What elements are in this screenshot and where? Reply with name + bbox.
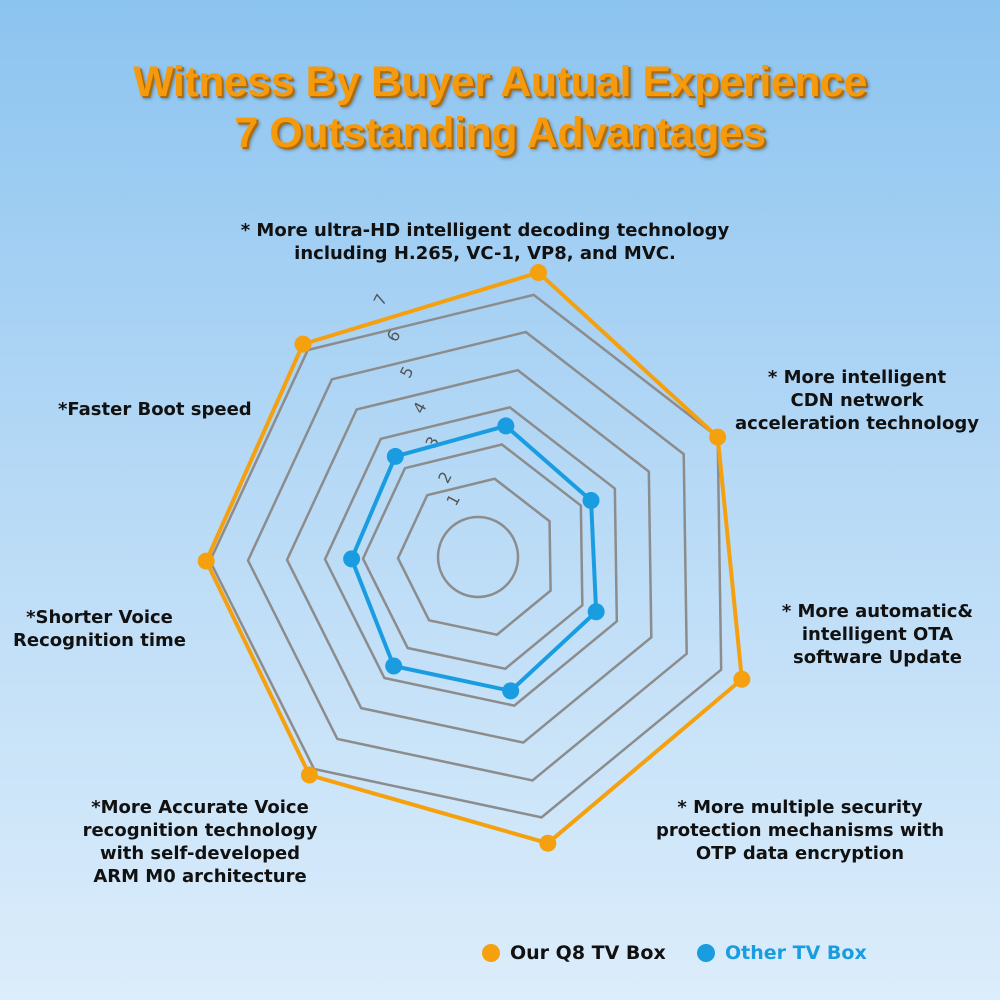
grid-ring-6 [246,330,688,782]
data-point-other-6 [343,550,361,568]
axis-label-boot-speed-line-1: *Faster Boot speed [58,399,252,420]
axis-label-voice-accuracy-line-1: *More Accurate Voice [91,797,309,818]
legend-item-our-q8: Our Q8 TV Box [482,938,666,968]
series-line-other [349,423,599,693]
ring-tick-7: 7 [370,291,392,309]
axis-label-ota: * More automatic& intelligent OTA softwa… [770,600,985,669]
chart-title-line-1: Witness By Buyer Autual Experience [133,58,867,106]
grid-ring-1 [436,515,520,599]
axis-label-cdn-line-2: CDN network [790,390,924,411]
radar-series [197,264,751,852]
grid-ring-5 [285,368,653,744]
data-point-other-4 [502,682,520,700]
axis-label-security: * More multiple security protection mech… [650,796,950,865]
axis-label-decoding-line-1: * More ultra-HD intelligent decoding tec… [240,220,730,241]
data-point-other-3 [587,603,605,621]
data-point-our-q8-1 [529,264,547,282]
data-point-our-q8-4 [539,834,557,852]
grid-ring-3 [361,443,584,671]
axis-label-security-line-1: * More multiple security [677,797,923,818]
legend-label-our-q8: Our Q8 TV Box [510,942,666,964]
legend-dot-orange [482,944,500,962]
grid-ring-4 [323,405,619,707]
axis-label-ota-line-2: intelligent OTA [801,624,954,645]
axis-label-boot-speed: *Faster Boot speed [58,398,252,421]
axis-label-security-line-3: OTP data encryption [695,843,905,864]
axis-label-cdn-line-1: * More intelligent [767,367,947,388]
axis-label-ota-line-1: * More automatic& [781,601,974,622]
data-point-other-1 [497,417,515,435]
legend-label-other: Other TV Box [725,942,867,964]
axis-label-voice-time: *Shorter Voice Recognition time [12,606,187,652]
axis-label-decoding: * More ultra-HD intelligent decoding tec… [240,219,730,265]
grid-ring-2 [396,477,552,637]
axis-label-cdn: * More intelligent CDN network accelerat… [732,366,982,435]
series-line-our-q8 [204,270,744,846]
ring-tick-2: 2 [434,468,456,486]
axis-label-cdn-line-3: acceleration technology [735,413,979,434]
ring-tick-1: 1 [443,491,465,509]
data-point-our-q8-3 [733,670,751,688]
axis-label-security-line-2: protection mechanisms with [655,820,945,841]
data-point-our-q8-5 [300,766,318,784]
axis-label-voice-time-line-1: *Shorter Voice [26,607,173,628]
grid-ring-7 [208,293,723,819]
data-point-our-q8-2 [709,428,727,446]
radar-grid [208,293,723,819]
axis-label-voice-time-line-2: Recognition time [13,630,186,651]
legend-item-other: Other TV Box [697,938,867,968]
axis-label-voice-accuracy-line-4: ARM M0 architecture [93,866,307,887]
axis-label-voice-accuracy-line-3: with self-developed [99,843,301,864]
axis-label-decoding-line-2: including H.265, VC-1, VP8, and MVC. [294,243,676,264]
data-point-other-2 [582,491,600,509]
data-point-other-5 [385,657,403,675]
ring-tick-4: 4 [409,399,431,417]
axis-label-ota-line-3: software Update [793,647,962,668]
ring-tick-5: 5 [396,363,418,381]
legend-dot-blue [697,944,715,962]
chart-title-line-2: 7 Outstanding Advantages [234,109,766,157]
data-point-other-7 [386,447,404,465]
axis-label-voice-accuracy-line-2: recognition technology [82,820,318,841]
axis-label-voice-accuracy: *More Accurate Voice recognition technol… [75,796,325,888]
data-point-our-q8-7 [294,335,312,353]
data-point-our-q8-6 [197,552,215,570]
